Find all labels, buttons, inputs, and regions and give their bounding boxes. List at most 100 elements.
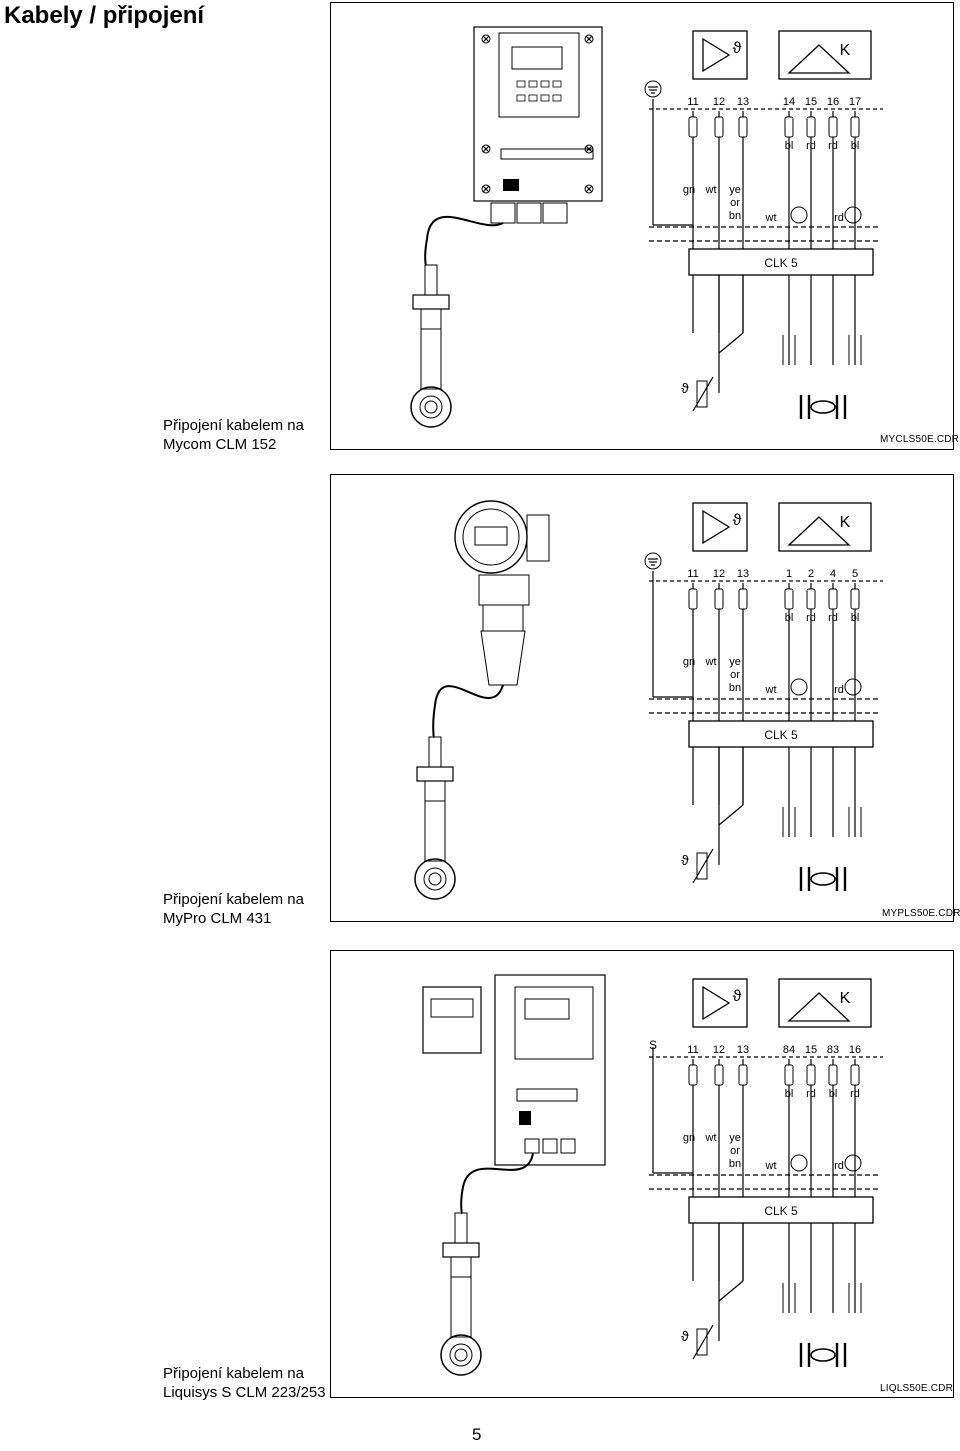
wire-ferrule	[738, 1064, 748, 1086]
cable-shield	[844, 206, 862, 224]
wire-ferrule	[828, 116, 838, 138]
cable-gland	[490, 202, 516, 224]
wire-ferrule	[806, 116, 816, 138]
caption-line-1: Připojení kabelem na	[163, 891, 304, 908]
display-window	[474, 526, 508, 546]
caption-line-2: Liquisys S CLM 223/253	[163, 1384, 326, 1401]
cable-shield	[790, 206, 808, 224]
wire-ferrule	[714, 116, 724, 138]
screw-slot	[585, 145, 593, 153]
shield-color-label: wt	[765, 212, 777, 224]
key-button	[552, 80, 562, 88]
screw-slot	[482, 35, 490, 43]
field-housing	[454, 500, 528, 574]
terminal-number: 16	[827, 96, 839, 108]
screw-slot	[585, 185, 593, 193]
sensor-type-box	[688, 720, 874, 748]
terminal-number: 17	[849, 96, 861, 108]
cable-gland	[560, 1138, 576, 1154]
wire-color-label: gn	[683, 1132, 695, 1144]
terminal-number: 14	[783, 96, 795, 108]
temperature-block	[692, 30, 748, 80]
amplifier-icon	[702, 509, 731, 545]
conductivity-block	[778, 978, 872, 1028]
coil-lead	[848, 1283, 862, 1313]
cable-shield	[790, 1154, 808, 1172]
pt100-symbol: ϑ	[681, 380, 689, 396]
key-button	[516, 80, 526, 88]
sensor-shaft	[450, 1276, 472, 1338]
terminal-number: 13	[737, 96, 749, 108]
cable-shield	[844, 1154, 862, 1172]
sensor-bore-inner	[428, 872, 442, 886]
pt100-symbol: ϑ	[681, 852, 689, 868]
coil-lead	[782, 1283, 796, 1313]
wire-color-label: or	[730, 669, 740, 681]
shield-color-label: wt	[765, 1160, 777, 1172]
sensor-ring	[410, 386, 452, 428]
drawing-code: MYCLS50E.CDR	[880, 434, 960, 445]
label-strip	[500, 148, 594, 160]
wire-ferrule	[784, 116, 794, 138]
drawing-code: MYPLS50E.CDR	[882, 908, 960, 919]
resistor-slash	[692, 848, 714, 884]
key-button	[552, 94, 562, 102]
page-title: Kabely / připojení	[4, 2, 205, 29]
sensor-bore	[419, 395, 443, 419]
pt100-resistor	[696, 380, 708, 408]
display-window	[430, 998, 474, 1018]
cable-gland	[516, 202, 542, 224]
wire-ferrule	[688, 116, 698, 138]
screw-icon	[584, 184, 594, 194]
key-button	[528, 94, 538, 102]
neck-adapter	[478, 574, 530, 606]
terminal-number: 83	[827, 1044, 839, 1056]
conductivity-symbol: K	[840, 42, 851, 59]
terminal-number: 16	[849, 1044, 861, 1056]
sensor-ring	[440, 1334, 482, 1376]
drawing-code: LIQLS50E.CDR	[880, 1383, 953, 1394]
terminal-number: 11	[687, 568, 698, 580]
wire-color-label: wt	[705, 1132, 717, 1144]
caption-line-1: Připojení kabelem na	[163, 417, 304, 434]
display-window	[511, 46, 563, 70]
temperature-block	[692, 978, 748, 1028]
sensor-type-label: CLK 5	[764, 1204, 798, 1218]
temperature-symbol: ϑ	[733, 40, 742, 57]
conductivity-block	[778, 502, 872, 552]
screw-icon	[584, 34, 594, 44]
amplifier-icon	[702, 985, 731, 1021]
sensor-cable	[460, 1152, 534, 1214]
wire-ferrule	[784, 588, 794, 610]
sensor-nut	[412, 294, 450, 310]
wire-color-label: ye	[729, 656, 741, 668]
coil-lead	[782, 807, 796, 837]
coil-lead	[848, 807, 862, 837]
screw-icon	[481, 34, 491, 44]
terminal-number: 84	[783, 1044, 795, 1056]
terminal-number: 12	[713, 1044, 725, 1056]
wire-ferrule	[850, 588, 860, 610]
shield-color-label: rd	[834, 212, 844, 224]
wire	[718, 1280, 744, 1302]
amplifier-icon	[702, 37, 731, 73]
cable-gland	[524, 1138, 540, 1154]
temperature-block	[692, 502, 748, 552]
conductivity-block	[778, 30, 872, 80]
terminal-number: 11	[687, 1044, 698, 1056]
key-button	[540, 94, 550, 102]
wire-ferrule	[806, 588, 816, 610]
cable-shield	[790, 678, 808, 696]
sensor-bore-inner	[424, 400, 438, 414]
diagram-caption: Připojení kabelem na Mycom CLM 152	[163, 416, 304, 454]
conductivity-symbol: K	[840, 990, 851, 1007]
screw-icon	[584, 144, 594, 154]
sensor-type-label: CLK 5	[764, 256, 798, 270]
wire-color-label: wt	[705, 184, 717, 196]
transmitter-front-panel	[514, 986, 594, 1060]
wire-ferrule	[714, 1064, 724, 1086]
sensor-bore	[423, 867, 447, 891]
